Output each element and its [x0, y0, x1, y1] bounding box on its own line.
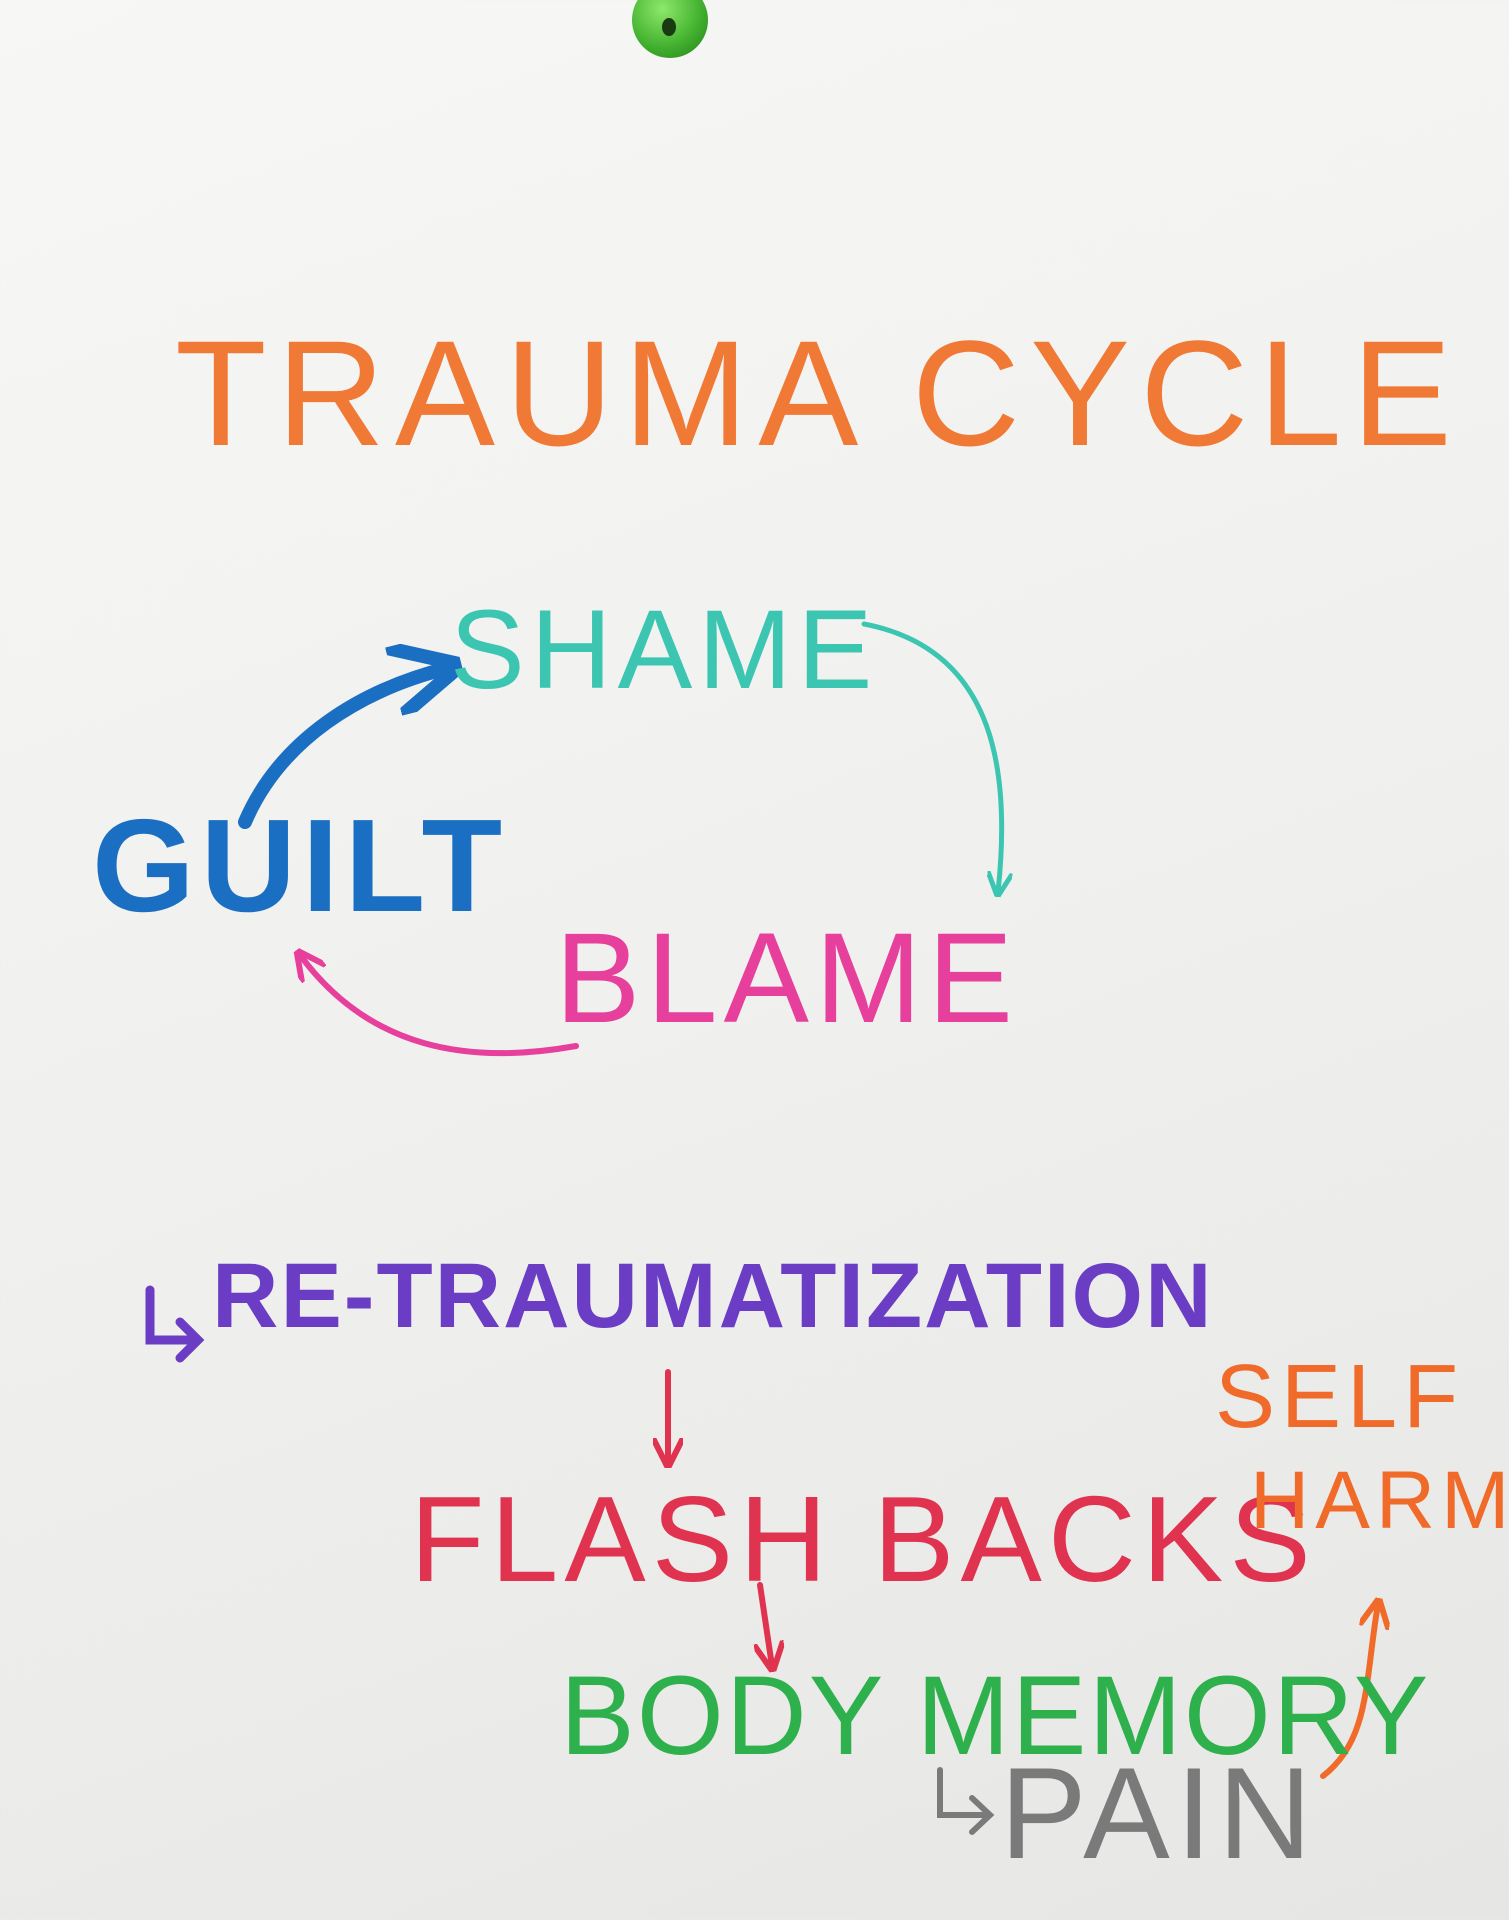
node-blame: BLAME: [555, 907, 1019, 1050]
guilt-to-shame-arrow: [238, 668, 448, 829]
node-self-harm-line2: HARM: [1250, 1455, 1509, 1546]
pain-to-self-harm-arrow: [1320, 1604, 1378, 1779]
node-shame: SHAME: [450, 587, 879, 712]
retraumatization-lead-arrow-icon: [145, 1285, 205, 1363]
shame-to-blame-arrow: [861, 621, 1002, 892]
blame-to-guilt-arrow: [300, 955, 579, 1057]
diagram-title: TRAUMA CYCLE: [175, 309, 1462, 477]
node-body-memory: BODY MEMORY: [560, 1653, 1431, 1778]
node-flashbacks: FLASH BACKS: [410, 1471, 1317, 1607]
pain-lead-arrow-icon: [937, 1767, 995, 1835]
flashbacks-to-body-memory-arrow: [760, 1582, 772, 1666]
magnet-face-icon: [662, 18, 676, 36]
node-pain: PAIN: [1000, 1740, 1318, 1886]
node-guilt: GUILT: [92, 792, 509, 939]
node-retraumatization: RE-TRAUMATIZATION: [212, 1245, 1214, 1347]
green-magnet: [632, 0, 708, 58]
node-self-harm-line1: SELF: [1215, 1347, 1465, 1447]
